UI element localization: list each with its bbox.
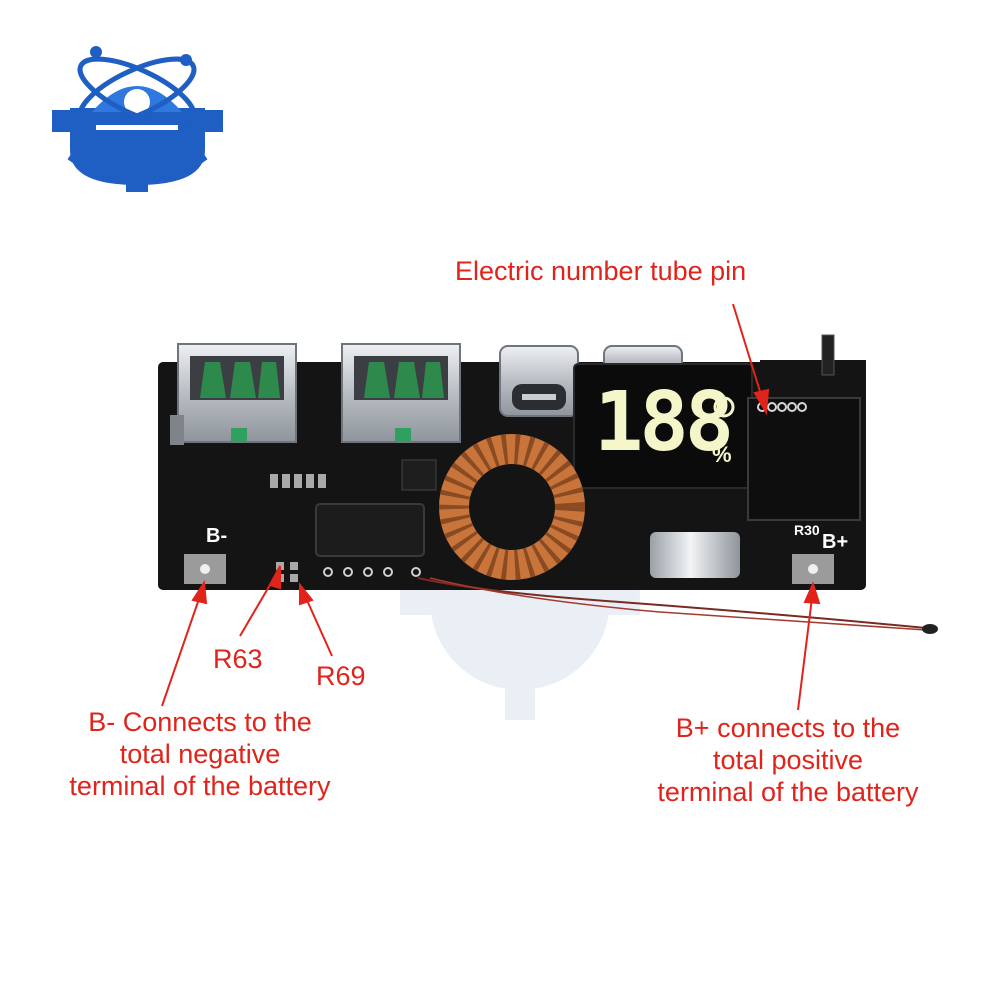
- pcb-board: 188 %: [158, 334, 866, 590]
- callout-r69-text: R69: [316, 661, 366, 691]
- display-percent: %: [712, 442, 732, 467]
- callout-bpos-line1: B+ connects to the: [675, 713, 901, 743]
- callout-bneg-line2: total negative: [119, 739, 281, 769]
- digit-display: 188 %: [573, 363, 753, 489]
- callout-r69: R69: [316, 660, 366, 692]
- usb-c-port-1: [499, 345, 579, 417]
- callout-bpos-line3: terminal of the battery: [657, 777, 919, 807]
- callout-bpos-line2: total positive: [712, 745, 864, 775]
- r30-silkscreen: R30: [794, 522, 820, 538]
- callout-tube-pin: Electric number tube pin: [455, 255, 746, 287]
- callout-bneg-line1: B- Connects to the: [88, 707, 312, 737]
- charge-icon: [713, 396, 735, 418]
- electrolytic-capacitor: [650, 532, 740, 578]
- display-digits: 188: [594, 375, 730, 470]
- callout-arrows: [161, 303, 821, 711]
- callout-bneg: B- Connects to the total negative termin…: [40, 706, 360, 802]
- bneg-pad: [184, 554, 226, 584]
- bpos-silkscreen: B+: [822, 531, 848, 553]
- callout-bpos: B+ connects to the total positive termin…: [628, 712, 948, 808]
- usb-a-port-1: [170, 343, 297, 445]
- callout-tube-pin-text: Electric number tube pin: [455, 256, 747, 286]
- bpos-pad: [792, 554, 834, 584]
- gear-atom-logo-icon: [52, 46, 223, 192]
- bneg-silkscreen: B-: [206, 525, 227, 547]
- callout-r63-text: R63: [213, 644, 263, 674]
- callout-r63: R63: [213, 643, 263, 675]
- callout-bneg-line3: terminal of the battery: [69, 771, 331, 801]
- usb-a-port-2: [341, 343, 461, 443]
- thermistor-bead: [922, 624, 938, 634]
- toroid-inductor: [439, 434, 585, 580]
